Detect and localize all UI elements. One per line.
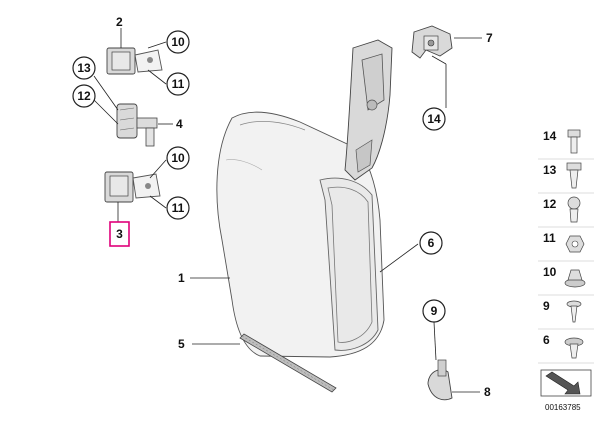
svg-text:6: 6 bbox=[428, 236, 435, 250]
hardware-sidebar: 14 13 12 11 bbox=[537, 125, 595, 412]
svg-text:14: 14 bbox=[427, 112, 441, 126]
svg-text:11: 11 bbox=[172, 201, 185, 215]
hinge-7 bbox=[411, 25, 453, 59]
svg-text:11: 11 bbox=[543, 231, 556, 245]
short-screw-icon bbox=[566, 300, 582, 323]
hex-nut-icon bbox=[565, 235, 585, 253]
seal-strip bbox=[239, 333, 337, 393]
door-panel bbox=[216, 111, 385, 358]
long-screw-icon bbox=[566, 162, 582, 189]
sidebar-item-13: 13 bbox=[543, 162, 582, 189]
sidebar-item-12: 12 bbox=[543, 196, 581, 223]
label-8: 8 bbox=[484, 385, 491, 399]
sidebar-item-10: 10 bbox=[543, 265, 586, 288]
bubble-labels: 10 11 13 12 10 11 14 6 bbox=[72, 30, 446, 323]
svg-text:11: 11 bbox=[172, 77, 185, 91]
part-number: 00163785 bbox=[545, 403, 581, 412]
svg-text:9: 9 bbox=[543, 299, 550, 313]
plug-screw-icon bbox=[567, 196, 581, 223]
door-check-lower bbox=[104, 171, 161, 203]
door-check-upper bbox=[106, 47, 163, 75]
svg-text:10: 10 bbox=[543, 265, 557, 279]
door-pillar bbox=[344, 39, 393, 181]
bubble-14: 14 bbox=[422, 107, 446, 131]
sidebar-item-6: 6 bbox=[543, 333, 584, 359]
svg-text:9: 9 bbox=[431, 304, 438, 318]
door-check-rod bbox=[116, 103, 158, 147]
hex-bolt-icon bbox=[567, 129, 581, 154]
label-5: 5 bbox=[178, 337, 185, 351]
svg-text:13: 13 bbox=[543, 163, 557, 177]
bubble-11-upper: 11 bbox=[166, 72, 190, 96]
svg-text:14: 14 bbox=[543, 129, 557, 143]
bubble-12: 12 bbox=[72, 84, 96, 108]
bubble-6: 6 bbox=[419, 231, 443, 255]
sidebar-item-9: 9 bbox=[543, 299, 582, 323]
bubble-10-lower: 10 bbox=[166, 146, 190, 170]
svg-text:10: 10 bbox=[171, 35, 185, 49]
direction-arrow-icon bbox=[540, 369, 592, 397]
label-7: 7 bbox=[486, 31, 493, 45]
label-2: 2 bbox=[116, 15, 123, 29]
svg-text:12: 12 bbox=[77, 89, 91, 103]
svg-text:12: 12 bbox=[543, 197, 557, 211]
washer-screw-icon bbox=[564, 337, 584, 359]
flange-nut-icon bbox=[564, 269, 586, 288]
door-stop bbox=[427, 359, 453, 401]
plain-labels: 2 4 7 1 5 8 bbox=[116, 15, 493, 399]
bubble-9: 9 bbox=[422, 299, 446, 323]
svg-text:3: 3 bbox=[116, 227, 123, 241]
sidebar-item-11: 11 bbox=[543, 231, 585, 253]
svg-text:10: 10 bbox=[171, 151, 185, 165]
svg-text:13: 13 bbox=[77, 61, 91, 75]
svg-text:6: 6 bbox=[543, 333, 550, 347]
leader-lines bbox=[93, 28, 482, 393]
bubble-10-upper: 10 bbox=[166, 30, 190, 54]
label-1: 1 bbox=[178, 271, 185, 285]
highlighted-label-3[interactable]: 3 bbox=[109, 221, 130, 247]
bubble-13: 13 bbox=[72, 56, 96, 80]
bubble-11-lower: 11 bbox=[166, 196, 190, 220]
label-4: 4 bbox=[176, 117, 183, 131]
sidebar-item-14: 14 bbox=[543, 129, 581, 154]
